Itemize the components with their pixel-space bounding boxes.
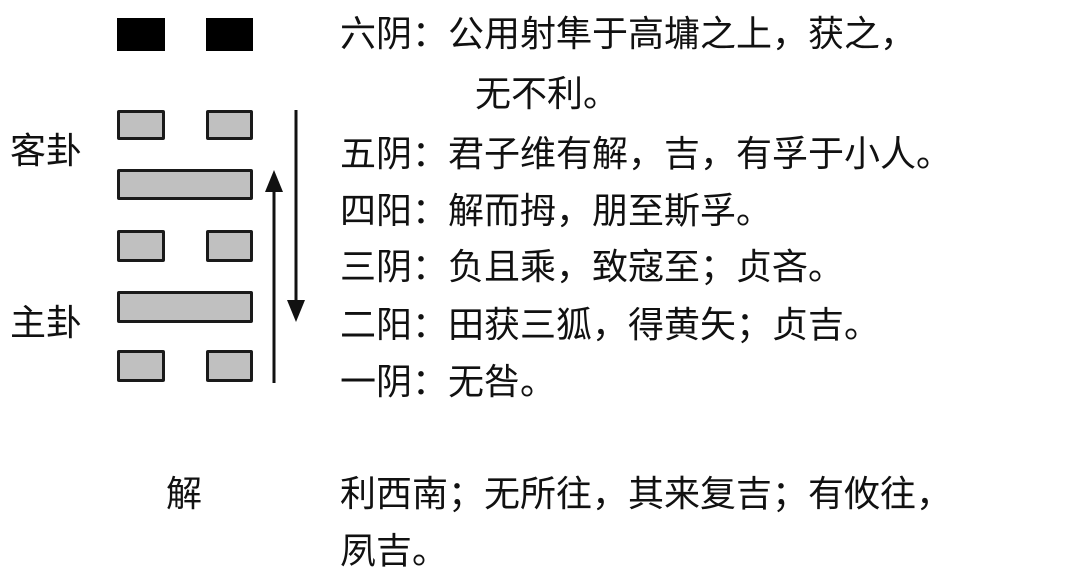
line-4-solid [117,169,253,200]
line-5-left-segment [117,110,165,140]
line-6-text: 公用射隼于高墉之上，获之， [448,14,917,55]
line-5-label: 五阴： [340,134,449,175]
line-text-6: 六阴：公用射隼于高墉之上，获之， [340,15,916,55]
line-6-left-segment [117,18,165,51]
line-3-left-segment [117,230,165,262]
line-1-left-segment [117,350,165,382]
line-6-continuation: 无不利。 [475,74,620,115]
judgement-line-2: 夙吉。 [340,531,449,572]
line-3-label: 三阴： [340,247,449,288]
line-text-1: 一阴：无咎。 [340,363,556,403]
up-arrow-icon [265,170,283,383]
line-3-text: 负且乘，致寇至；贞吝。 [448,247,845,288]
line-5-text: 君子维有解，吉，有孚于小人。 [448,134,953,175]
line-1-label: 一阴： [340,362,449,403]
judgement-line-1: 利西南；无所往，其来复吉；有攸往， [340,474,953,515]
line-text-5: 五阴：君子维有解，吉，有孚于小人。 [340,135,952,175]
lower-trigram-label: 主卦 [10,303,83,344]
down-arrow-icon [287,110,305,322]
line-6-label: 六阴： [340,14,449,55]
line-text-3: 三阴：负且乘，致寇至；贞吝。 [340,248,844,288]
line-2-text: 田获三狐，得黄矢；贞吉。 [448,305,881,346]
upper-trigram-label: 客卦 [10,131,83,172]
hexagram-name: 解 [166,474,203,515]
line-1-text: 无咎。 [448,362,557,403]
line-text-4: 四阳：解而拇，朋至斯孚。 [340,192,772,232]
line-5-right-segment [206,110,253,140]
line-6-right-segment [206,18,253,51]
line-2-label: 二阳： [340,305,449,346]
line-text-2: 二阳：田获三狐，得黄矢；贞吉。 [340,306,880,346]
line-1-right-segment [206,350,253,382]
line-3-right-segment [206,230,253,262]
line-2-solid [117,291,253,323]
line-4-text: 解而拇，朋至斯孚。 [448,191,773,232]
line-4-label: 四阳： [340,191,449,232]
